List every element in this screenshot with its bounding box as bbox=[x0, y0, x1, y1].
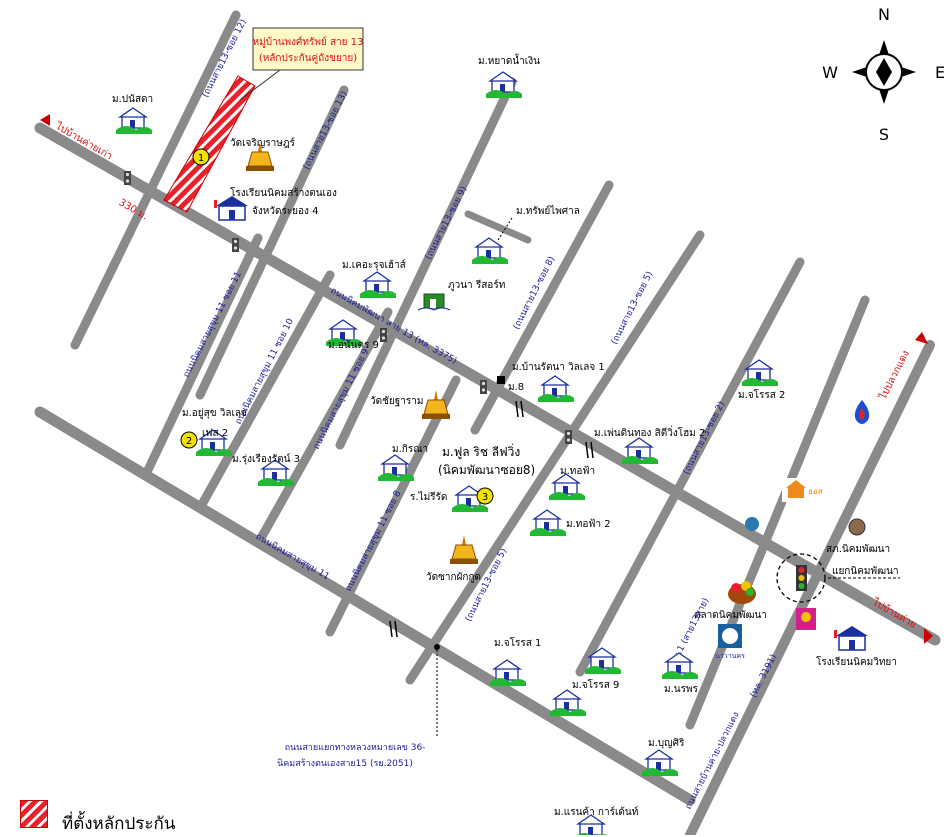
marker-3: 3 bbox=[482, 492, 488, 503]
label-n36b: นิคมสร้างตนเองสาย15 (รย.2051) bbox=[277, 758, 413, 769]
road-diagonal-3191 bbox=[685, 340, 935, 835]
navanakorn-logo-icon: นาวานคร bbox=[715, 624, 745, 660]
place-m8: ม.8 bbox=[508, 382, 524, 393]
road-13-13 bbox=[195, 85, 349, 400]
place-fullrich2: (นิคมพัฒนาซอย8) bbox=[438, 463, 535, 477]
place-school2: โรงเรียนนิคมวิทยา bbox=[816, 655, 897, 668]
road-13-2 bbox=[575, 257, 805, 677]
compass-s: S bbox=[879, 125, 889, 144]
road-k11-9 bbox=[255, 307, 393, 545]
dir-right-bottom: ไปบ้านค่าย bbox=[870, 596, 919, 631]
place-sap: ม.ทรัพย์ไพศาล bbox=[516, 205, 580, 217]
gas-station-icon bbox=[854, 400, 870, 424]
road-13-8 bbox=[470, 180, 614, 435]
place-narong: ม.นรพร bbox=[664, 684, 699, 695]
place-phuwana: ภูวนา รีสอร์ท bbox=[448, 279, 505, 291]
place-wat2: วัดชัยฐาราม bbox=[370, 396, 423, 407]
road-k11-8 bbox=[325, 375, 461, 637]
road-13-5 bbox=[405, 230, 705, 685]
compass-e: E bbox=[935, 63, 945, 82]
label-n36: ถนนสายแยกทางหลวงหมายเลข 36- bbox=[285, 743, 426, 753]
navanakorn-label: นาวานคร bbox=[715, 652, 745, 660]
place-wat3: วัดซากผักกูด bbox=[426, 572, 481, 583]
compass-w: W bbox=[822, 63, 838, 82]
label-sai1: ซ.1 (สาย13สาย) bbox=[672, 597, 712, 662]
place-yusuk: ม.อยู่สุข วิลเลจ bbox=[182, 408, 247, 419]
n36-annotation: ถนนสายแยกทางหลวงหมายเลข 36- นิคมสร้างตนเ… bbox=[277, 644, 440, 769]
place-police: สภ.นิคมพัฒนา bbox=[826, 544, 890, 555]
place-rung: ม.รุ่งเรืองรัตน์ 3 bbox=[232, 453, 300, 465]
place-labels: ม.ปนัสดา ม.หยาดน้ำเงิน วัดเจริญราษฎร์ โร… bbox=[112, 53, 900, 818]
place-jaroen2: ม.จโรรส 2 bbox=[738, 388, 785, 401]
utility-icon bbox=[745, 517, 759, 531]
marker-2: 2 bbox=[186, 436, 192, 447]
place-bunsiri: ม.บุญศิริ bbox=[648, 738, 685, 749]
school-icon-1 bbox=[213, 195, 249, 221]
shop-logo-icon bbox=[796, 608, 816, 630]
place-jaroen1: ม.จโรรส 1 bbox=[494, 636, 541, 649]
place-school1: โรงเรียนนิคมสร้างตนเอง bbox=[230, 186, 337, 199]
place-tofa: ม.ทอฟ้า bbox=[560, 465, 595, 477]
place-naren: ม.แรนค้า การ์เด้นท์ bbox=[554, 806, 638, 818]
place-jaroen9: ม.จโรรส 9 bbox=[572, 678, 619, 691]
place-ekrat: ม.เคอะรุจเฮ้าส์ bbox=[342, 259, 406, 271]
compass-rose: N S W E bbox=[822, 5, 945, 144]
place-wat1: วัดเจริญราษฎร์ bbox=[230, 137, 296, 149]
label-k11: ถนนนิคมสายสุขุม 11 bbox=[254, 531, 332, 582]
place-yusuk2: เฟส 2 bbox=[202, 428, 228, 439]
road-network bbox=[34, 10, 941, 835]
callout-line1: หมู่บ้านพงศ์ทรัพย์ สาย 13 bbox=[253, 36, 364, 48]
place-pondin: ม.เพ่นดินทอง สิตีวิ่งโฮม 2 bbox=[594, 425, 705, 439]
place-tofa2: ม.ทอฟ้า 2 bbox=[566, 518, 611, 530]
property-parcel[interactable] bbox=[163, 75, 256, 213]
place-yodnam: ม.หยาดน้ำเงิน bbox=[478, 53, 540, 67]
place-kiran: ม.กิรณา bbox=[392, 444, 428, 455]
traffic-signals bbox=[124, 171, 826, 603]
place-junction: แยกนิคมพัฒนา bbox=[832, 566, 899, 577]
bank-logo-icon: ธอส bbox=[782, 478, 823, 502]
road-13-9 bbox=[335, 77, 517, 450]
temple-icon-3 bbox=[449, 534, 479, 565]
place-pansa: ม.ปนัสดา bbox=[112, 94, 153, 105]
road-13-12 bbox=[70, 10, 241, 350]
place-school1b: จังหวัดระยอง 4 bbox=[252, 206, 318, 217]
place-fullrich: ม.ฟูล ริช ลีฟวิ่ง bbox=[442, 443, 520, 460]
main-road-13 bbox=[34, 122, 941, 646]
label-k11-8: ถนนนิคมสายสุขุม 11 ซอย 8 bbox=[343, 489, 404, 594]
school-icon-2 bbox=[833, 625, 869, 651]
bus-stop-icon bbox=[497, 376, 505, 384]
road-k11-10 bbox=[195, 270, 335, 513]
place-market: ตลาดนิคมพัฒนา bbox=[694, 610, 767, 621]
road-sai1 bbox=[685, 295, 870, 730]
legend-label: ที่ตั้งหลักประกัน bbox=[62, 814, 176, 834]
legend-swatch bbox=[20, 800, 48, 828]
place-mairi: ร.ไม่รีรัด bbox=[410, 491, 447, 503]
market-icon bbox=[728, 581, 756, 604]
label-road-13-13: (ถนนสาย13-ซอย 13) bbox=[302, 90, 350, 172]
property-callout: หมู่บ้านพงศ์ทรัพย์ สาย 13 (หลักประกันคู่… bbox=[239, 27, 364, 101]
bridge-marks bbox=[389, 400, 594, 638]
road-kham11 bbox=[34, 406, 696, 806]
compass-n: N bbox=[878, 5, 890, 24]
road-k11-11 bbox=[143, 233, 263, 475]
road-sap bbox=[464, 210, 532, 244]
police-icon bbox=[848, 518, 866, 536]
resort-icon bbox=[417, 293, 451, 311]
callout-line2: (หลักประกันคู่ถังขยาย) bbox=[259, 53, 357, 64]
label-road-13-9: (ถนนสาย13-ซอย 9) bbox=[424, 185, 470, 261]
place-banrat: ม.บ้านรัตนา วิลเลจ 1 bbox=[512, 361, 605, 373]
bank-logo-text: ธอส bbox=[808, 487, 823, 496]
place-anan: ม.อนันตร 9 bbox=[328, 340, 379, 351]
numbered-markers: 1 2 3 bbox=[180, 148, 494, 505]
marker-1: 1 bbox=[198, 153, 204, 164]
